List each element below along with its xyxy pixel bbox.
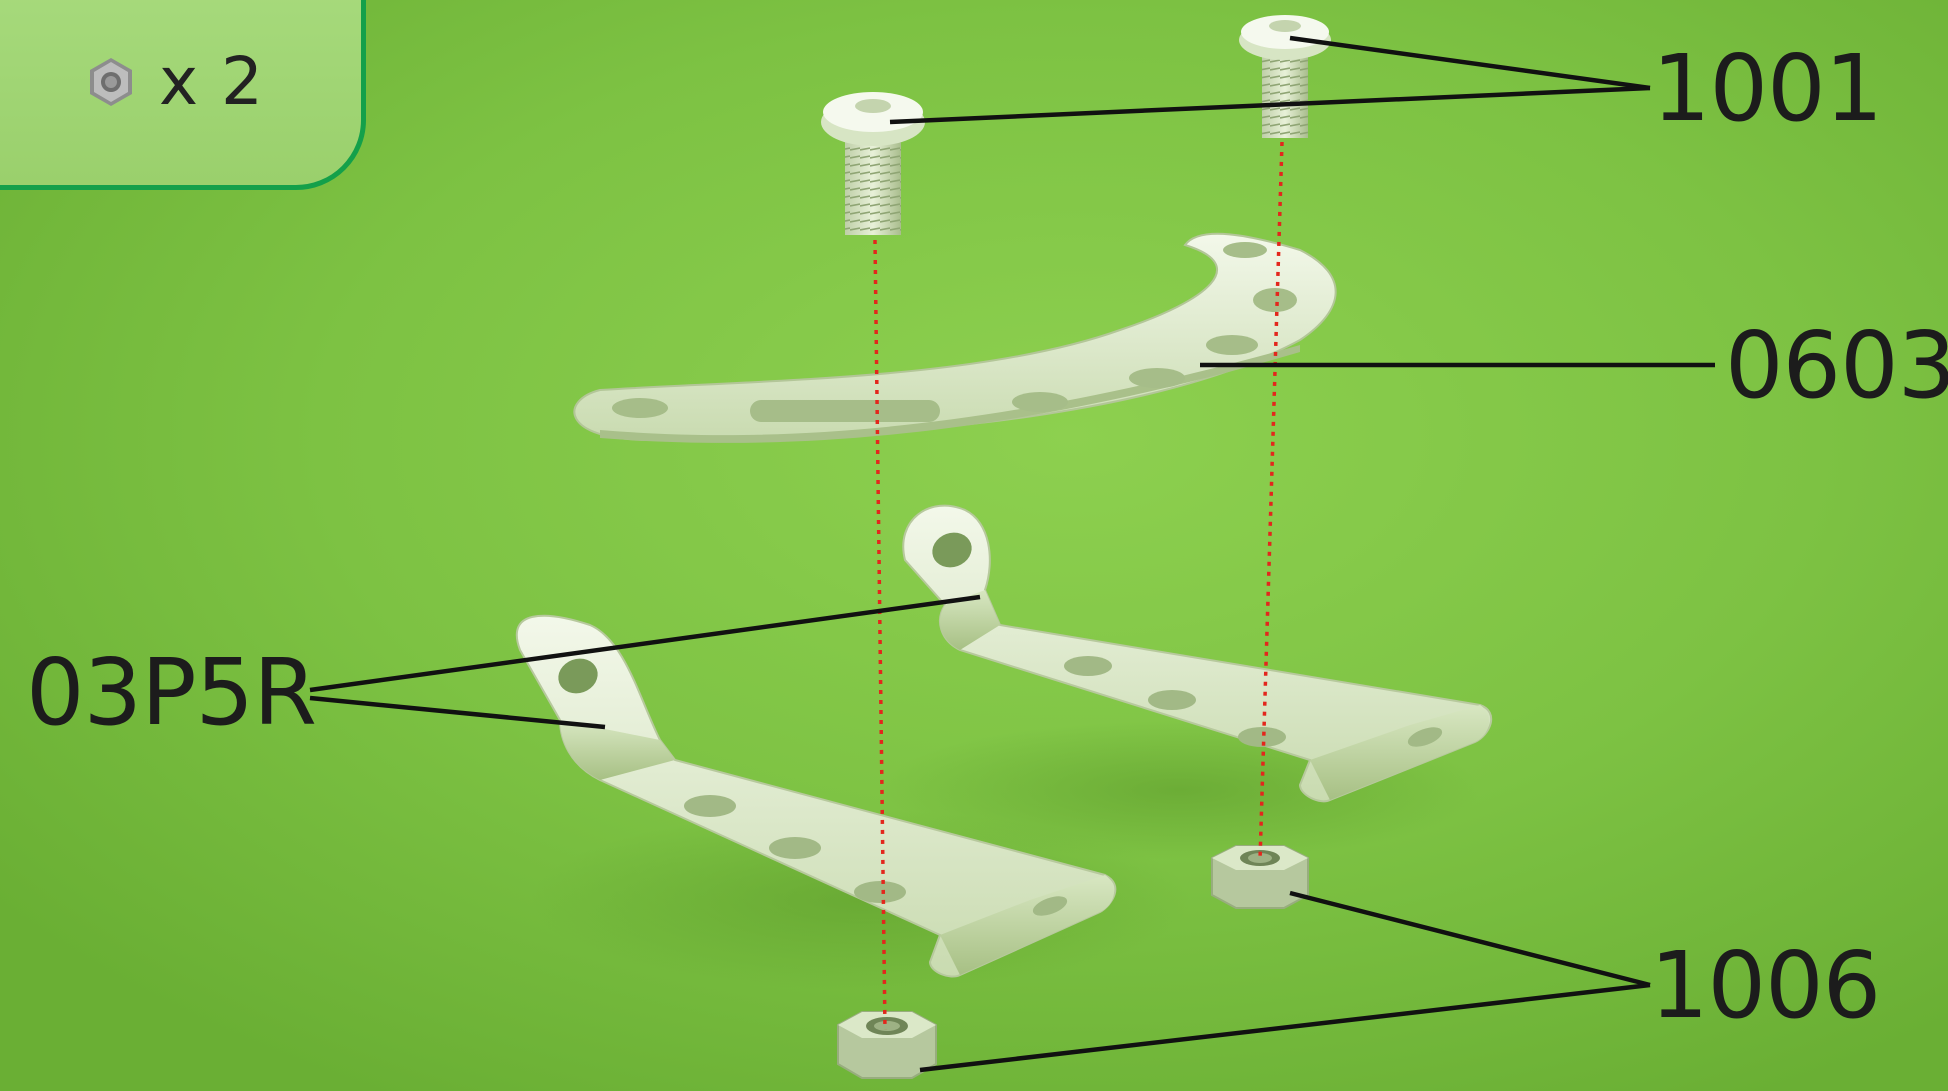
leader-line-screw-back (1290, 38, 1650, 88)
curved-strip (574, 234, 1335, 443)
callout-screw-part-number: 1001 (1652, 43, 1882, 135)
callout-nut-part-number: 1006 (1650, 940, 1880, 1032)
leader-line-nut-right (1290, 893, 1650, 985)
screw-back (1239, 15, 1331, 138)
leader-line-nut-left (920, 985, 1650, 1070)
callout-curved-strip-part-number: 0603 (1725, 320, 1948, 412)
callout-angle-bracket-part-number: 03P5R (26, 647, 316, 739)
screw-front (821, 92, 925, 235)
